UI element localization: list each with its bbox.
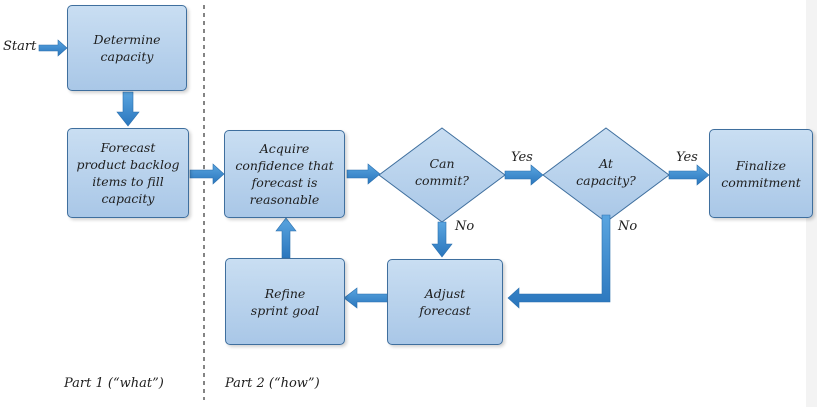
determine-capacity-box: Determine capacity bbox=[67, 5, 187, 91]
part1-label: Part 1 (“what”) bbox=[64, 376, 164, 391]
arrow-acquire-to-cancommit bbox=[346, 163, 381, 185]
arrow-atcapacity-to-adjust bbox=[507, 214, 611, 309]
can-commit-label: Can commit? bbox=[415, 156, 469, 188]
at-capacity-label: At capacity? bbox=[576, 156, 636, 188]
adjust-forecast-box: Adjust forecast bbox=[387, 259, 503, 345]
refine-sprint-goal-box: Refine sprint goal bbox=[225, 258, 345, 345]
start-label: Start bbox=[3, 39, 37, 54]
arrow-cancommit-to-atcapacity bbox=[504, 164, 544, 186]
acquire-confidence-box: Acquire confidence that forecast is reas… bbox=[224, 130, 345, 218]
arrow-start-to-determine bbox=[38, 39, 68, 57]
no-label-atcapacity: No bbox=[618, 219, 638, 234]
arrow-cancommit-to-adjust bbox=[431, 221, 453, 258]
yes-label-cancommit: Yes bbox=[511, 150, 533, 165]
forecast-items-box: Forecast product backlog items to fill c… bbox=[67, 128, 189, 218]
arrow-forecast-to-acquire bbox=[189, 163, 225, 185]
no-label-cancommit: No bbox=[455, 219, 475, 234]
arrow-refine-to-acquire bbox=[275, 217, 297, 259]
arrow-atcapacity-to-finalize bbox=[668, 164, 710, 186]
yes-label-atcapacity: Yes bbox=[676, 150, 698, 165]
finalize-commitment-box: Finalize commitment bbox=[709, 129, 813, 218]
arrow-determine-to-forecast bbox=[116, 91, 140, 127]
part2-label: Part 2 (“how”) bbox=[225, 376, 320, 391]
arrow-adjust-to-refine bbox=[343, 287, 389, 309]
